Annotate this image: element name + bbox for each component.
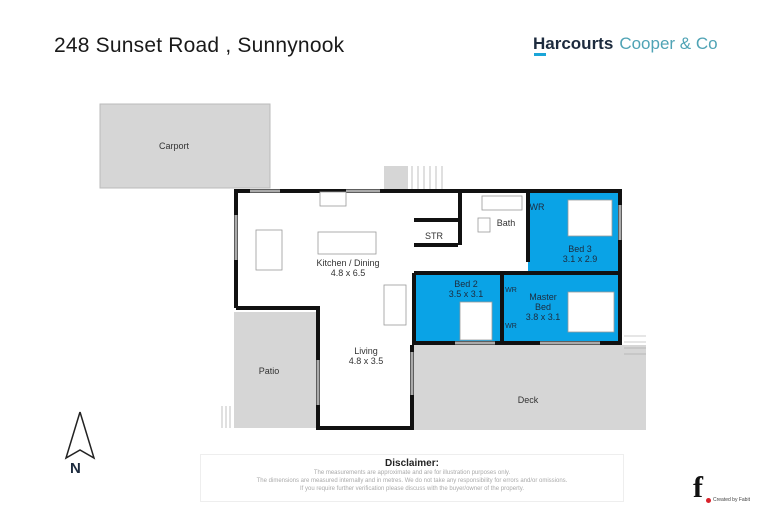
- patio-area: [234, 312, 316, 428]
- brand-logo: Harcourts Cooper & Co: [533, 34, 718, 54]
- windows: [234, 189, 622, 405]
- entry-step: [384, 166, 408, 192]
- brand-secondary: Cooper & Co: [619, 34, 718, 53]
- stairs: [221, 166, 646, 428]
- credit-text: Created by Fabit: [713, 497, 750, 503]
- kitchen-label: Kitchen / Dining: [316, 258, 379, 268]
- living-size: 4.8 x 3.5: [349, 356, 384, 366]
- str-label: STR: [425, 231, 444, 241]
- bed-3-size: 3.1 x 2.9: [563, 254, 598, 264]
- north-arrow-icon: [64, 411, 96, 460]
- walls: [234, 189, 622, 430]
- wr-label-3: WR: [505, 323, 517, 330]
- brand-primary: Harcourts: [533, 34, 614, 53]
- logo-dot-icon: [706, 498, 711, 503]
- page-title: 248 Sunset Road , Sunnynook: [54, 34, 345, 57]
- disclaimer: Disclaimer: The measurements are approxi…: [200, 454, 624, 502]
- compass-label: N: [70, 460, 81, 477]
- disclaimer-line: The measurements are approximate and are…: [313, 470, 511, 476]
- furniture: [255, 191, 615, 341]
- bed-3-label: Bed 3: [568, 244, 592, 254]
- fabit-logo: f Created by Fabit: [693, 471, 750, 504]
- deck-label: Deck: [518, 395, 539, 405]
- carport-label: Carport: [159, 141, 190, 151]
- bed-2-bed: [459, 301, 493, 341]
- master-bed-label: Master: [529, 292, 557, 302]
- disclaimer-line: If you require further verification plea…: [299, 486, 524, 492]
- bath-label: Bath: [497, 218, 516, 228]
- carport-area: [99, 103, 271, 189]
- bed-2-size: 3.5 x 3.1: [449, 289, 484, 299]
- kitchen-size: 4.8 x 6.5: [331, 268, 366, 278]
- master-bed-label-2: Bed: [535, 302, 551, 312]
- master-bed-bed: [567, 291, 615, 333]
- bed-3-bed: [567, 199, 613, 237]
- master-bed-size: 3.8 x 3.1: [526, 312, 561, 322]
- bed-2-label: Bed 2: [454, 279, 478, 289]
- disclaimer-line: The dimensions are measured internally a…: [256, 478, 568, 484]
- wr-label-2: WR: [505, 287, 517, 294]
- fabit-logo-icon: f: [693, 471, 703, 504]
- wr-label-1: WR: [530, 202, 545, 212]
- patio-label: Patio: [259, 366, 280, 376]
- deck-area: [412, 345, 646, 430]
- disclaimer-title: Disclaimer:: [385, 458, 439, 469]
- compass: N: [54, 408, 104, 477]
- living-label: Living: [354, 346, 378, 356]
